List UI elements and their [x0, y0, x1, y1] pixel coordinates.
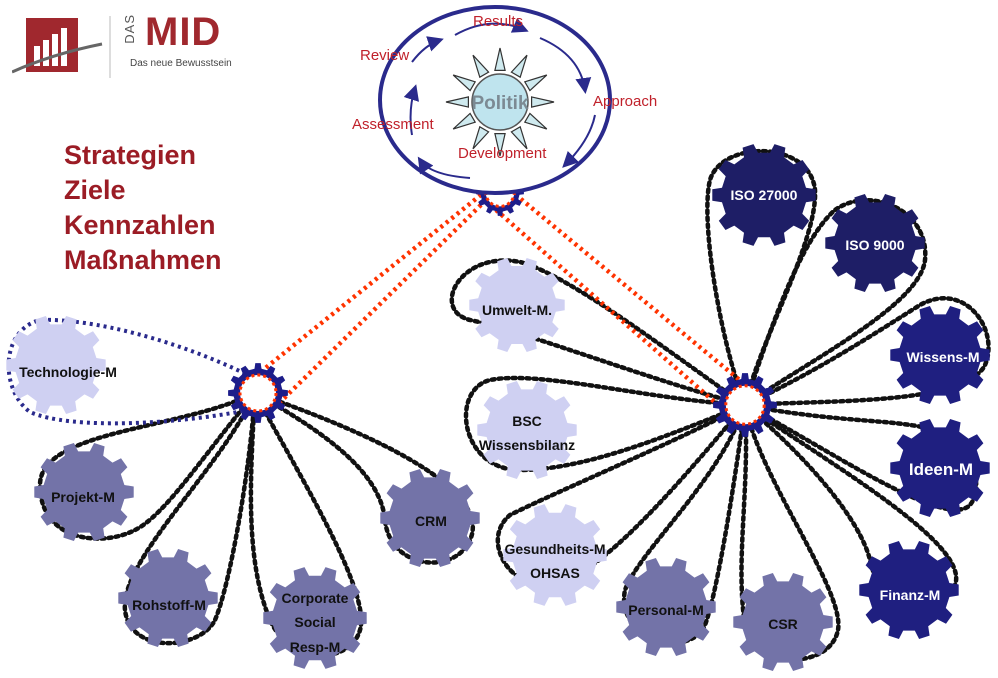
logo-bars-icon — [12, 16, 111, 78]
connector-loop — [37, 390, 258, 541]
strategy-item: Strategien — [64, 140, 197, 170]
sun-ray — [452, 74, 477, 92]
sun-ray — [531, 96, 555, 108]
connector-loop — [463, 375, 748, 473]
step-review: Review — [360, 47, 409, 64]
gear-bsc — [477, 381, 577, 479]
gear-gesundheit-label-1: Gesundheits-M — [504, 541, 605, 557]
gear-technologie-label: Technologie-M — [19, 364, 117, 380]
gear-iso27000-label: ISO 27000 — [731, 187, 798, 203]
gear-umwelt-label: Umwelt-M. — [482, 302, 552, 318]
connector-loop — [742, 198, 928, 408]
gear-wissens-label: Wissens-M — [906, 349, 979, 365]
sun-ray — [452, 112, 477, 130]
link-line — [241, 184, 494, 388]
cycle-arrows — [403, 17, 596, 179]
gear-rohstoff-label: Rohstoff-M — [132, 597, 206, 613]
gear-crm — [380, 469, 480, 567]
connector-loop — [495, 402, 748, 588]
connector-loop — [449, 258, 748, 408]
connector-loop — [252, 390, 476, 565]
gear-finanz — [859, 541, 959, 639]
gear-corporate — [263, 567, 367, 669]
gear-iso9000-label: ISO 9000 — [845, 237, 904, 253]
gear-bsc-label-1: BSC — [512, 413, 542, 429]
gear-corporate-label-2: Social — [294, 614, 335, 630]
gear-corporate-label-1: Corporate — [282, 590, 349, 606]
link-line — [268, 198, 488, 414]
gear-iso9000 — [825, 194, 925, 292]
gear-umwelt — [469, 258, 565, 352]
step-results: Results — [473, 13, 523, 30]
policy-links — [241, 184, 744, 422]
link-line — [508, 188, 744, 384]
gear-personal — [616, 558, 716, 656]
cycle-step-labels: Results Approach Development Assessment … — [352, 13, 657, 162]
sun-ray — [510, 125, 528, 150]
logo-name: MID — [145, 10, 222, 54]
gear-wissens — [890, 306, 990, 404]
strategy-list: Strategien Ziele Kennzahlen Maßnahmen — [64, 138, 222, 278]
gear-iso27000 — [712, 144, 816, 246]
connector-loop — [122, 390, 258, 646]
gear-ideen — [890, 419, 990, 517]
connector-loop — [742, 296, 991, 408]
step-development: Development — [458, 145, 547, 162]
sun-ray — [472, 125, 490, 150]
gear-bsc-label-2: Wissensbilanz — [479, 437, 575, 453]
logo-tagline: Das neue Bewusstsein — [130, 58, 232, 69]
gear-crm-label: CRM — [415, 513, 447, 529]
gear-corporate-label-3: Resp-M — [290, 639, 341, 655]
gear-gesundheit — [503, 504, 607, 606]
hub-left-center — [238, 373, 278, 413]
strategy-item: Maßnahmen — [64, 245, 222, 275]
sun-ray — [445, 96, 469, 108]
das-mid-logo — [12, 14, 242, 84]
gear-finanz-label: Finanz-M — [880, 587, 941, 603]
hub-right-center — [724, 384, 766, 426]
gear-technologie — [6, 316, 106, 414]
strategy-item: Ziele — [64, 175, 126, 205]
politik-label: Politik — [471, 93, 528, 114]
gear-rohstoff — [118, 549, 218, 647]
gear-csr — [733, 573, 833, 671]
gear-ideen-label: Ideen-M — [909, 460, 973, 479]
sun-ray — [523, 112, 548, 130]
politik-sun: Politik — [445, 47, 555, 157]
sun-ray — [494, 47, 506, 71]
gear-personal-label: Personal-M — [628, 602, 703, 618]
gear-projekt-label: Projekt-M — [51, 489, 115, 505]
gear-csr-label: CSR — [768, 616, 798, 632]
step-assessment: Assessment — [352, 116, 435, 133]
sun-ray — [472, 54, 490, 79]
gear-gesundheit-label-2: OHSAS — [530, 565, 580, 581]
sun-ray — [494, 133, 506, 157]
gear-projekt — [34, 443, 134, 541]
step-approach: Approach — [593, 93, 657, 110]
sun-ray — [523, 74, 548, 92]
gear-labels: Technologie-M Projekt-M Rohstoff-M Corpo… — [19, 187, 979, 655]
sun-ray — [510, 54, 528, 79]
strategy-item: Kennzahlen — [64, 210, 216, 240]
